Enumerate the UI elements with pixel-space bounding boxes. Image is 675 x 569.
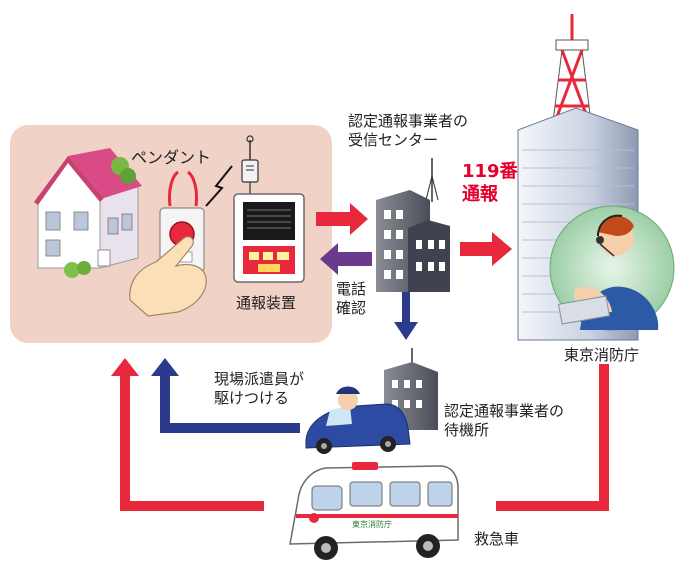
staff-label-line2: 駆けつける: [214, 388, 290, 407]
standby-label-line2: 待機所: [444, 420, 490, 439]
phone-confirm-label-line2: 確認: [336, 298, 367, 317]
phone-confirm-label-line1: 電話: [336, 280, 367, 298]
phone-confirm-label: 電話 確認: [336, 280, 366, 318]
receiving-center-label-line2: 受信センター: [348, 130, 439, 149]
call-119-label-line2: 通報: [462, 184, 498, 206]
arrow-ambulance-to-home: [120, 374, 264, 511]
standby-label-line1: 認定通報事業者の: [444, 402, 565, 420]
arrow-home-to-center: [316, 203, 368, 235]
arrow-fire-dept-to-ambulance: [496, 364, 609, 511]
receiving-center-label-line1: 認定通報事業者の: [348, 112, 469, 130]
arrow-staff-to-home: [160, 374, 300, 433]
call-119-label-line1: 119番: [462, 161, 518, 182]
standby-label: 認定通報事業者の 待機所: [444, 402, 564, 440]
arrow-center-to-standby: [402, 292, 410, 326]
receiving-center-label: 認定通報事業者の 受信センター: [348, 112, 468, 150]
fire-dept-label: 東京消防庁: [564, 346, 640, 364]
hand-icon: [129, 236, 207, 317]
arrow-center-to-standby-head: [394, 322, 418, 340]
staff-label-line1: 現場派遣員が: [214, 370, 305, 388]
ambulance-side-text: 東京消防庁: [352, 519, 392, 529]
staff-car-icon: [305, 386, 411, 454]
receiving-center-icon: [376, 158, 450, 292]
report-device-icon: [233, 135, 305, 283]
call-119-label: 119番 通報: [462, 160, 518, 207]
arrow-ambulance-to-home-head: [111, 358, 139, 376]
ambulance-icon: 東京消防庁: [289, 462, 459, 560]
arrow-center-to-home: [320, 243, 372, 275]
staff-label: 現場派遣員が 駆けつける: [214, 370, 304, 408]
house-icon: [34, 148, 142, 278]
ambulance-label: 救急車: [474, 530, 520, 548]
pendant-label: ペンダント: [131, 148, 212, 167]
arrow-center-to-fire-dept: [460, 232, 512, 266]
operator-icon: [549, 205, 675, 331]
arrow-staff-to-home-head: [151, 358, 179, 376]
wireless-signal-icon: [205, 165, 233, 207]
device-label: 通報装置: [236, 294, 297, 312]
